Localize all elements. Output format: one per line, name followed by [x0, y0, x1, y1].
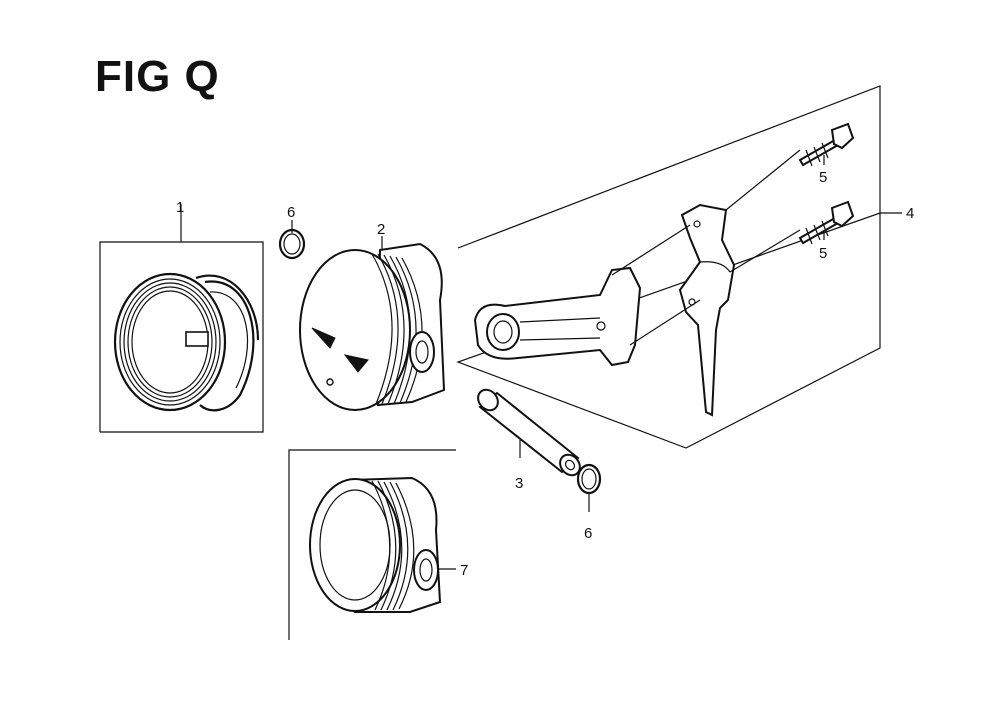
rod-assy-frame: [456, 85, 881, 449]
rod-assy-alignment-lines: [611, 149, 801, 346]
callout-1: 1: [176, 199, 184, 216]
ring-set-frame: [99, 241, 264, 433]
rod-cap: [678, 203, 736, 417]
piston[interactable]: [299, 236, 446, 411]
rod-bolt-lower[interactable]: [798, 200, 855, 245]
rod-bolt-upper[interactable]: [798, 122, 855, 167]
piston-ring-grooves: [371, 253, 423, 405]
piston-alt-ring-grooves: [371, 480, 415, 611]
ring-stack: [113, 272, 260, 412]
piston-pin[interactable]: [474, 386, 584, 479]
connecting-rod-assembly[interactable]: [456, 85, 902, 449]
callout-3: 3: [515, 475, 523, 492]
callout-7: 7: [460, 562, 468, 579]
callout-2: 2: [377, 221, 385, 238]
callout-5-lower: 5: [819, 245, 827, 262]
piston-pin-boss: [409, 331, 435, 373]
callout-6-lower: 6: [584, 525, 592, 542]
callout-5-upper: 5: [819, 169, 827, 186]
piston-ring-set[interactable]: [99, 204, 264, 433]
piston-crown-marks: [311, 327, 369, 386]
callout-4: 4: [906, 205, 914, 222]
piston-pin-clip-upper[interactable]: [278, 220, 306, 260]
piston-pin-clip-lower[interactable]: [576, 463, 602, 512]
piston-alt-frame: [288, 449, 456, 640]
callout-6-upper: 6: [287, 204, 295, 221]
piston-alternate[interactable]: [288, 449, 456, 640]
figure-title: FIG Q: [95, 52, 220, 101]
connecting-rod: [473, 266, 642, 367]
